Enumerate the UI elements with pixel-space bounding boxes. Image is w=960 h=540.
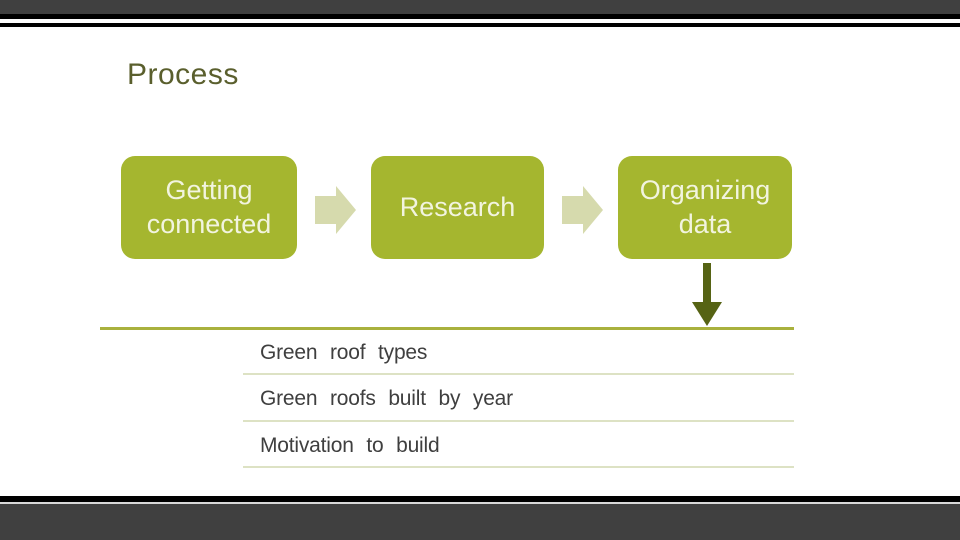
arrow-shaft xyxy=(562,196,583,224)
arrow-shaft xyxy=(315,196,336,224)
top-black-line-outer xyxy=(0,14,960,19)
slide-title: Process xyxy=(127,58,239,91)
bottom-light-line xyxy=(0,502,960,504)
process-step-label: Research xyxy=(399,191,516,222)
process-step-research: Research xyxy=(371,156,544,259)
list-item-underline xyxy=(243,466,794,468)
top-black-line-inner xyxy=(0,23,960,27)
list-item: Green roofs built by year xyxy=(260,387,513,410)
arrow-shaft xyxy=(703,263,711,304)
section-divider xyxy=(100,327,794,330)
list-item: Green roof types xyxy=(260,341,428,364)
arrow-head xyxy=(583,186,603,234)
process-step-label: Organizing data xyxy=(639,174,771,239)
list-item-underline xyxy=(243,373,794,375)
process-step-organizing-data: Organizing data xyxy=(618,156,792,259)
process-step-label: Getting connected xyxy=(146,174,272,239)
arrow-head xyxy=(692,302,722,326)
arrow-down-icon xyxy=(692,263,722,326)
arrow-right-icon xyxy=(562,186,603,234)
bottom-grey-bar xyxy=(0,504,960,540)
list-item: Motivation to build xyxy=(260,434,440,457)
arrow-head xyxy=(336,186,356,234)
top-grey-bar xyxy=(0,0,960,14)
process-step-getting-connected: Getting connected xyxy=(121,156,297,259)
bottom-black-line xyxy=(0,496,960,502)
list-item-underline xyxy=(243,420,794,422)
arrow-right-icon xyxy=(315,186,356,234)
